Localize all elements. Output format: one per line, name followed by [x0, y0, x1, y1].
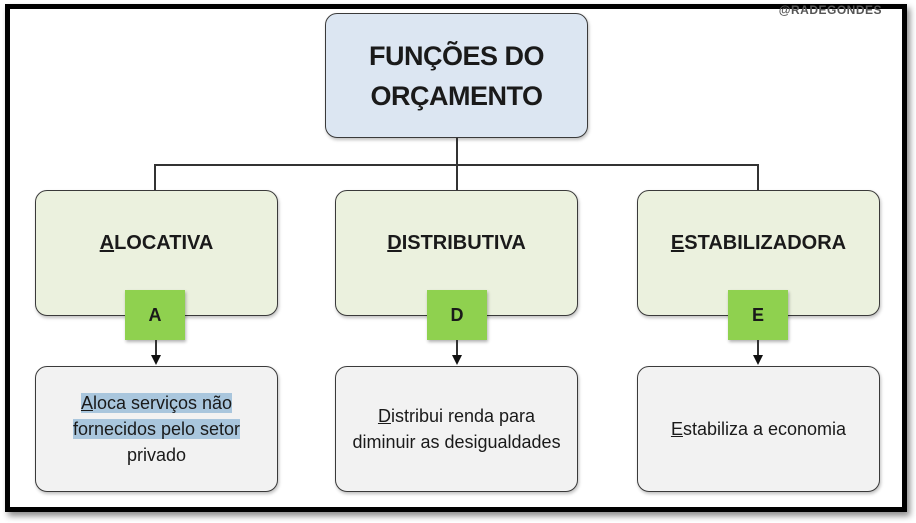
connector — [757, 164, 759, 190]
arrow-line — [456, 340, 458, 356]
description-distributiva: Distribui renda para diminuir as desigua… — [335, 366, 578, 492]
root-node: FUNÇÕES DO ORÇAMENTO — [325, 13, 588, 138]
arrow-down-icon — [753, 355, 763, 365]
connector — [456, 164, 458, 190]
arrow-line — [757, 340, 759, 356]
watermark: @RADEGONDES — [778, 3, 882, 17]
root-title-line2: ORÇAMENTO — [370, 80, 543, 111]
arrow-down-icon — [151, 355, 161, 365]
description-alocativa: Aloca serviços não fornecidos pelo setor… — [35, 366, 278, 492]
arrow-down-icon — [452, 355, 462, 365]
function-node-distributiva: DISTRIBUTIVA — [335, 190, 578, 316]
badge-d: D — [427, 290, 487, 340]
connector — [154, 164, 156, 190]
root-title-line1: FUNÇÕES DO — [368, 40, 545, 71]
connector — [456, 138, 458, 166]
badge-e: E — [728, 290, 788, 340]
arrow-line — [155, 340, 157, 356]
description-estabilizadora: Estabiliza a economia — [637, 366, 880, 492]
badge-a: A — [125, 290, 185, 340]
